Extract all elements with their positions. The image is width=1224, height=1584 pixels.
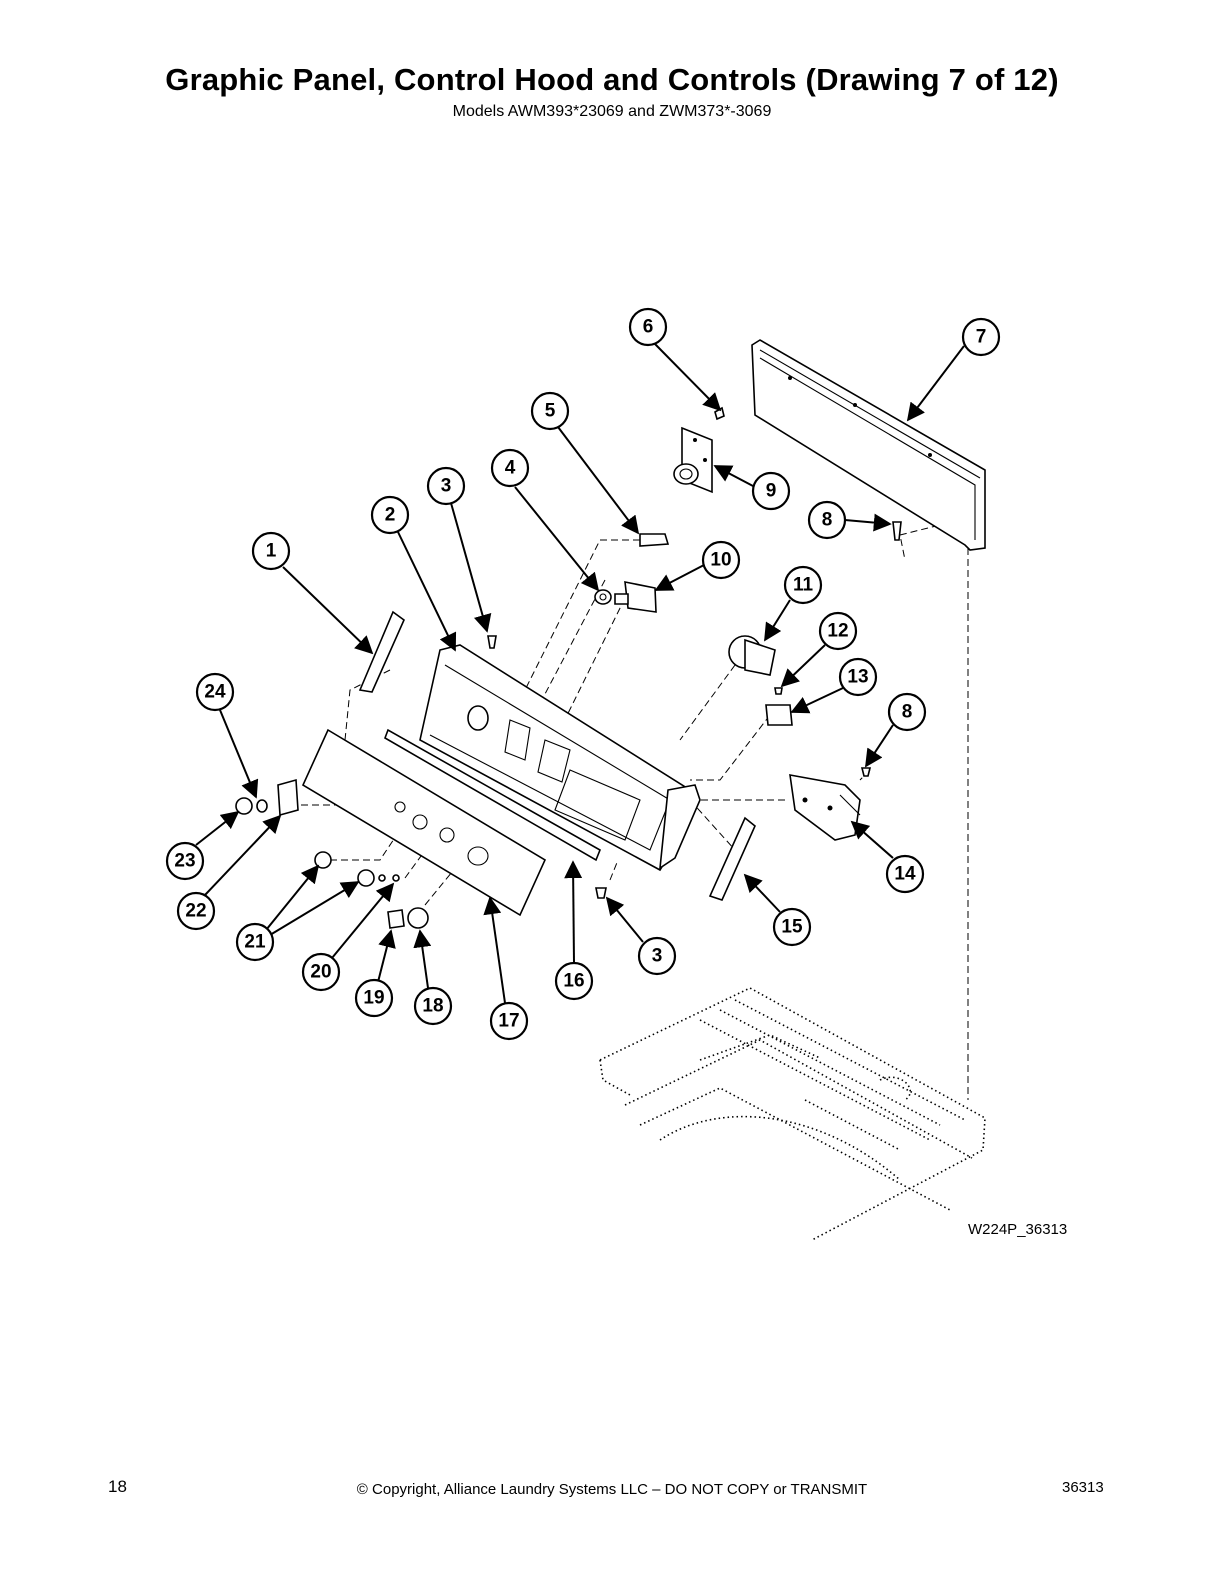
svg-text:18: 18: [422, 996, 443, 1017]
switch-parts: [594, 533, 670, 613]
svg-text:2: 2: [385, 505, 396, 526]
callout-24: 24: [195, 672, 235, 712]
timer-knob-parts: [728, 635, 793, 726]
callout-4: 4: [490, 448, 530, 488]
callout-22: 22: [176, 891, 216, 931]
svg-text:22: 22: [185, 901, 206, 922]
callout-7: 7: [961, 317, 1001, 357]
svg-text:3: 3: [441, 476, 452, 497]
document-number: 36313: [1062, 1479, 1104, 1496]
graphic-panel: [301, 728, 547, 917]
page-title: Graphic Panel, Control Hood and Controls…: [165, 62, 1059, 97]
console-end-caps: [358, 610, 756, 901]
callout-21: 21: [235, 922, 275, 962]
svg-text:1: 1: [266, 541, 277, 562]
cabinet-top-outline: [599, 987, 986, 1241]
svg-text:3: 3: [652, 946, 663, 967]
svg-text:19: 19: [363, 988, 384, 1009]
svg-text:23: 23: [174, 851, 195, 872]
timer-assembly: [789, 774, 861, 841]
copyright-notice: © Copyright, Alliance Laundry Systems LL…: [356, 1481, 868, 1498]
callout-leaders: [195, 343, 965, 1004]
screws: [487, 406, 902, 899]
control-board-part: [673, 426, 713, 494]
svg-text:6: 6: [643, 317, 654, 338]
svg-text:4: 4: [505, 458, 516, 479]
callout-9: 9: [751, 471, 791, 511]
svg-text:5: 5: [545, 401, 556, 422]
callout-8-top: 8: [807, 500, 847, 540]
callout-13: 13: [838, 657, 878, 697]
callout-23: 23: [165, 841, 205, 881]
callout-15: 15: [772, 907, 812, 947]
callout-19: 19: [354, 978, 394, 1018]
page-number: 18: [108, 1477, 127, 1496]
callout-8-right: 8: [887, 692, 927, 732]
drawing-id: W224P_36313: [968, 1221, 1068, 1238]
callout-17: 17: [489, 1001, 529, 1041]
callout-3-bottom: 3: [637, 936, 677, 976]
callout-14: 14: [885, 854, 925, 894]
svg-text:10: 10: [710, 550, 731, 571]
callout-11: 11: [783, 565, 823, 605]
svg-text:20: 20: [310, 962, 331, 983]
callout-5: 5: [530, 391, 570, 431]
callout-6: 6: [628, 307, 668, 347]
control-hood-back-panel: [751, 339, 986, 551]
callout-12: 12: [818, 611, 858, 651]
svg-text:15: 15: [781, 917, 803, 938]
small-knobs: [235, 778, 429, 929]
callout-20: 20: [301, 952, 341, 992]
callout-1: 1: [251, 531, 291, 571]
console-panel: [419, 644, 701, 872]
page-subtitle: Models AWM393*23069 and ZWM373*-3069: [452, 103, 772, 120]
trim-strip: [384, 728, 602, 862]
svg-text:8: 8: [822, 510, 833, 531]
callout-18: 18: [413, 986, 453, 1026]
svg-text:21: 21: [244, 932, 266, 953]
svg-text:24: 24: [204, 682, 226, 703]
svg-text:9: 9: [766, 481, 777, 502]
callout-16: 16: [554, 961, 594, 1001]
callout-2: 2: [370, 495, 410, 535]
svg-text:17: 17: [498, 1011, 519, 1032]
svg-text:14: 14: [894, 864, 916, 885]
svg-text:16: 16: [563, 971, 584, 992]
callout-10: 10: [701, 540, 741, 580]
svg-text:13: 13: [847, 667, 868, 688]
svg-text:7: 7: [976, 327, 987, 348]
callout-3-top: 3: [426, 466, 466, 506]
svg-text:8: 8: [902, 702, 913, 723]
svg-text:11: 11: [793, 575, 814, 596]
svg-text:12: 12: [827, 621, 848, 642]
